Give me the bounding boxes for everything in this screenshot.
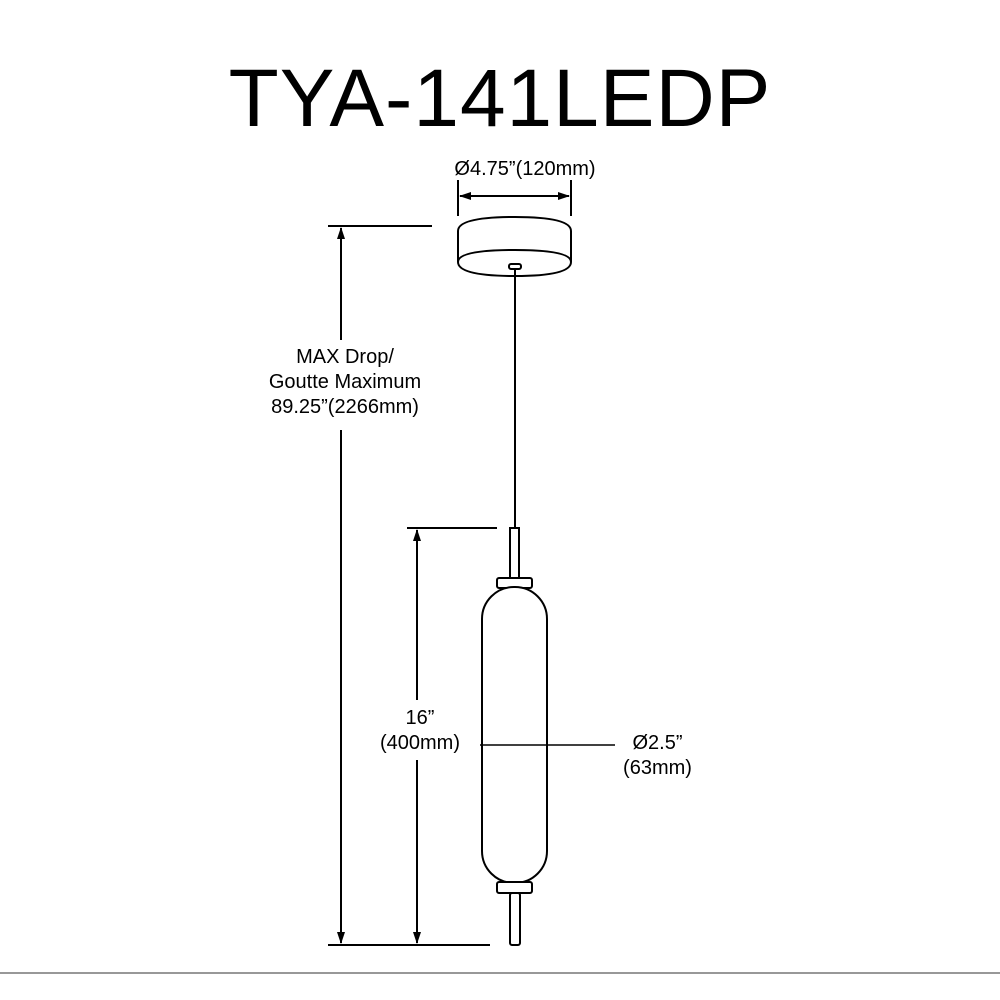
bottom-rod	[509, 892, 521, 946]
height-line1: 16”	[405, 707, 435, 729]
max-drop-line3: 89.25”(2266mm)	[271, 396, 419, 418]
max-drop-label: MAX Drop/ Goutte Maximum 89.25”(2266mm)	[240, 345, 450, 420]
height-label: 16” (400mm)	[365, 706, 475, 756]
max-drop-line2: Goutte Maximum	[268, 371, 422, 393]
bottom-collar	[496, 881, 533, 894]
glass-shade	[481, 586, 548, 884]
shade-diameter-line2: (63mm)	[623, 757, 692, 779]
shade-diameter-line1: Ø2.5”	[632, 732, 683, 754]
shade-diameter-label: Ø2.5” (63mm)	[605, 731, 710, 781]
canopy-dimension-line	[457, 180, 572, 216]
height-dimension-line	[407, 527, 497, 944]
top-rod	[509, 527, 520, 579]
max-drop-line1: MAX Drop/	[296, 346, 394, 368]
canopy-diameter-label: Ø4.75”(120mm)	[454, 158, 596, 180]
height-line2: (400mm)	[379, 732, 460, 754]
canopy	[457, 215, 572, 278]
max-drop-dimension-line	[328, 225, 490, 946]
model-title: TYA-141LEDP	[228, 53, 772, 144]
